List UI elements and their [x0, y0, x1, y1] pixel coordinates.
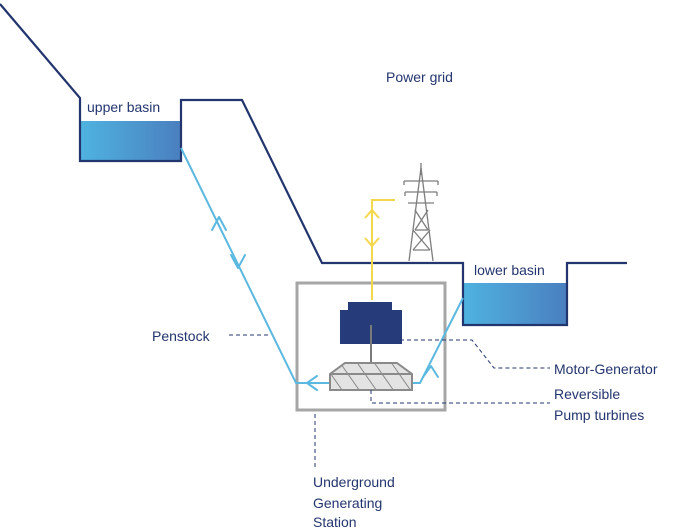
penstock-pipe [180, 147, 464, 384]
leader-lines [229, 334, 550, 468]
upper-basin-water [80, 121, 181, 161]
flow-arrow-left [306, 375, 318, 391]
power-arrow-up [364, 208, 380, 219]
penstock-flow-arrows [211, 216, 439, 391]
motor-generator-leader [400, 339, 550, 369]
flow-arrow-down [230, 254, 246, 269]
pump-turbine-icon [329, 362, 413, 391]
lower-basin-water [463, 283, 567, 325]
penstock-label: Penstock [152, 328, 211, 344]
underground-label: Underground [313, 474, 395, 490]
terrain-outline [0, 3, 627, 327]
power-arrow-down [364, 237, 380, 248]
flow-arrow-right [422, 365, 439, 378]
flow-arrow-up [211, 216, 227, 231]
pump-turbines-label: Pump turbines [554, 407, 644, 423]
motor-generator-label: Motor-Generator [554, 361, 658, 377]
transmission-tower-icon [403, 163, 439, 262]
motor-generator-icon [340, 302, 402, 344]
reversible-label: Reversible [554, 386, 620, 402]
station-label: Station [313, 514, 357, 529]
generating-label: Generating [313, 495, 382, 511]
pump-turbine-leader [370, 390, 550, 404]
lower-basin-label: lower basin [474, 262, 545, 278]
upper-basin-label: upper basin [87, 99, 160, 115]
power-grid-label: Power grid [386, 69, 453, 85]
power-connection-line [371, 199, 395, 300]
